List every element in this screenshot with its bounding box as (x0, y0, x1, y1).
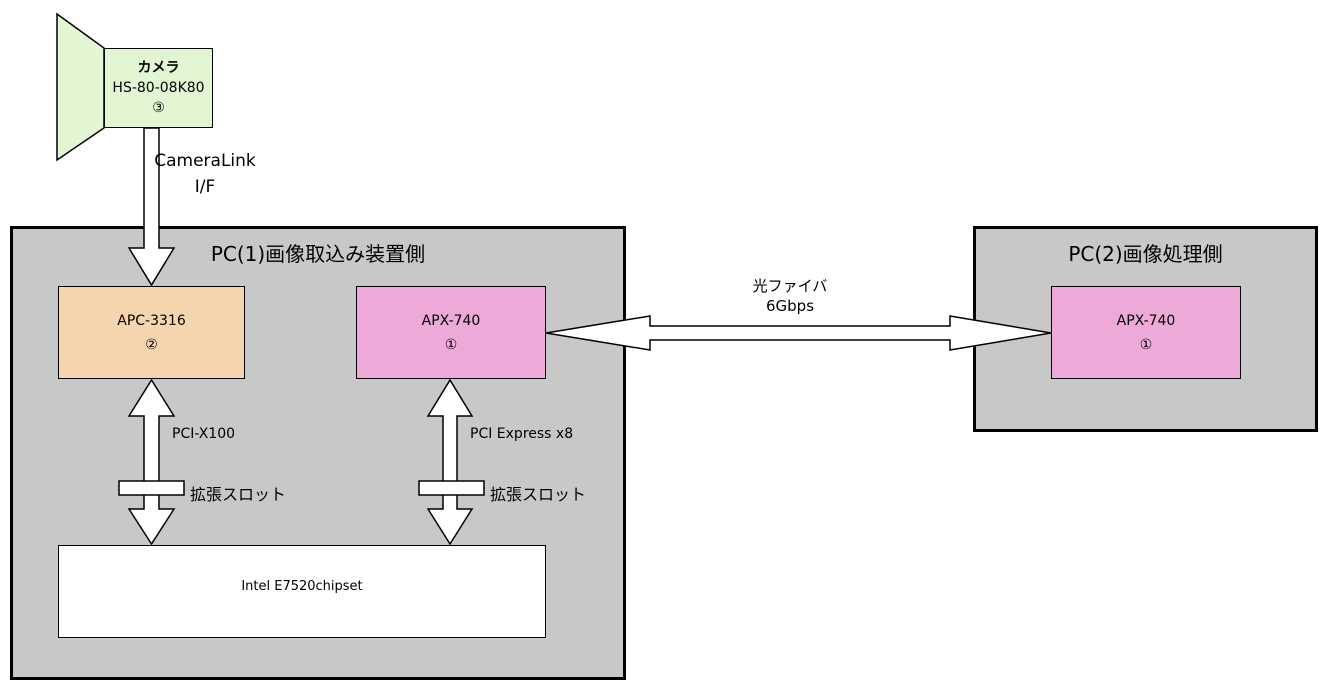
apc-name: APC-3316 (117, 312, 186, 329)
slot-label-left: 拡張スロット (190, 485, 287, 504)
pci-express-label: PCI Express x8 (470, 426, 574, 442)
apx-card-pc1: APX-740 ① (356, 286, 546, 379)
slot-label-right: 拡張スロット (490, 485, 587, 504)
fiber-line1: 光ファイバ (752, 277, 828, 295)
fiber-line2: 6Gbps (765, 297, 815, 315)
expansion-slot-left (118, 480, 185, 496)
chipset-box: Intel E7520chipset (58, 545, 546, 638)
apx-pc2-number: ① (1139, 336, 1153, 353)
apx-pc1-name: APX-740 (421, 312, 481, 329)
pci-x-label: PCI-X100 (172, 426, 236, 442)
camera-name: カメラ (137, 60, 180, 76)
apx-pc1-number: ① (444, 336, 458, 353)
fiber-double-arrow (545, 315, 1052, 351)
cameralink-arrow (127, 127, 176, 287)
apx-card-pc2: APX-740 ① (1051, 286, 1241, 379)
cameralink-label: CameraLink I/F (150, 148, 260, 200)
cameralink-line1: CameraLink (154, 151, 256, 171)
cameralink-line2: I/F (194, 177, 216, 197)
pci-x-double-arrow (127, 378, 176, 546)
apx-pc2-name: APX-740 (1116, 312, 1176, 329)
apc-number: ② (145, 336, 158, 353)
camera-lens-icon (56, 12, 105, 162)
fiber-label: 光ファイバ 6Gbps (700, 276, 880, 316)
expansion-slot-right (418, 480, 485, 496)
camera-box: カメラ HS-80-08K80 ③ (104, 48, 213, 128)
camera-model: HS-80-08K80 (112, 80, 205, 96)
pc1-title: PC(1)画像取込み装置側 (210, 242, 426, 266)
camera-number: ③ (152, 100, 165, 116)
pc2-title: PC(2)画像処理側 (1068, 242, 1223, 266)
apc-card: APC-3316 ② (58, 286, 245, 379)
chipset-label: Intel E7520chipset (241, 579, 363, 594)
pci-express-double-arrow (426, 378, 474, 546)
